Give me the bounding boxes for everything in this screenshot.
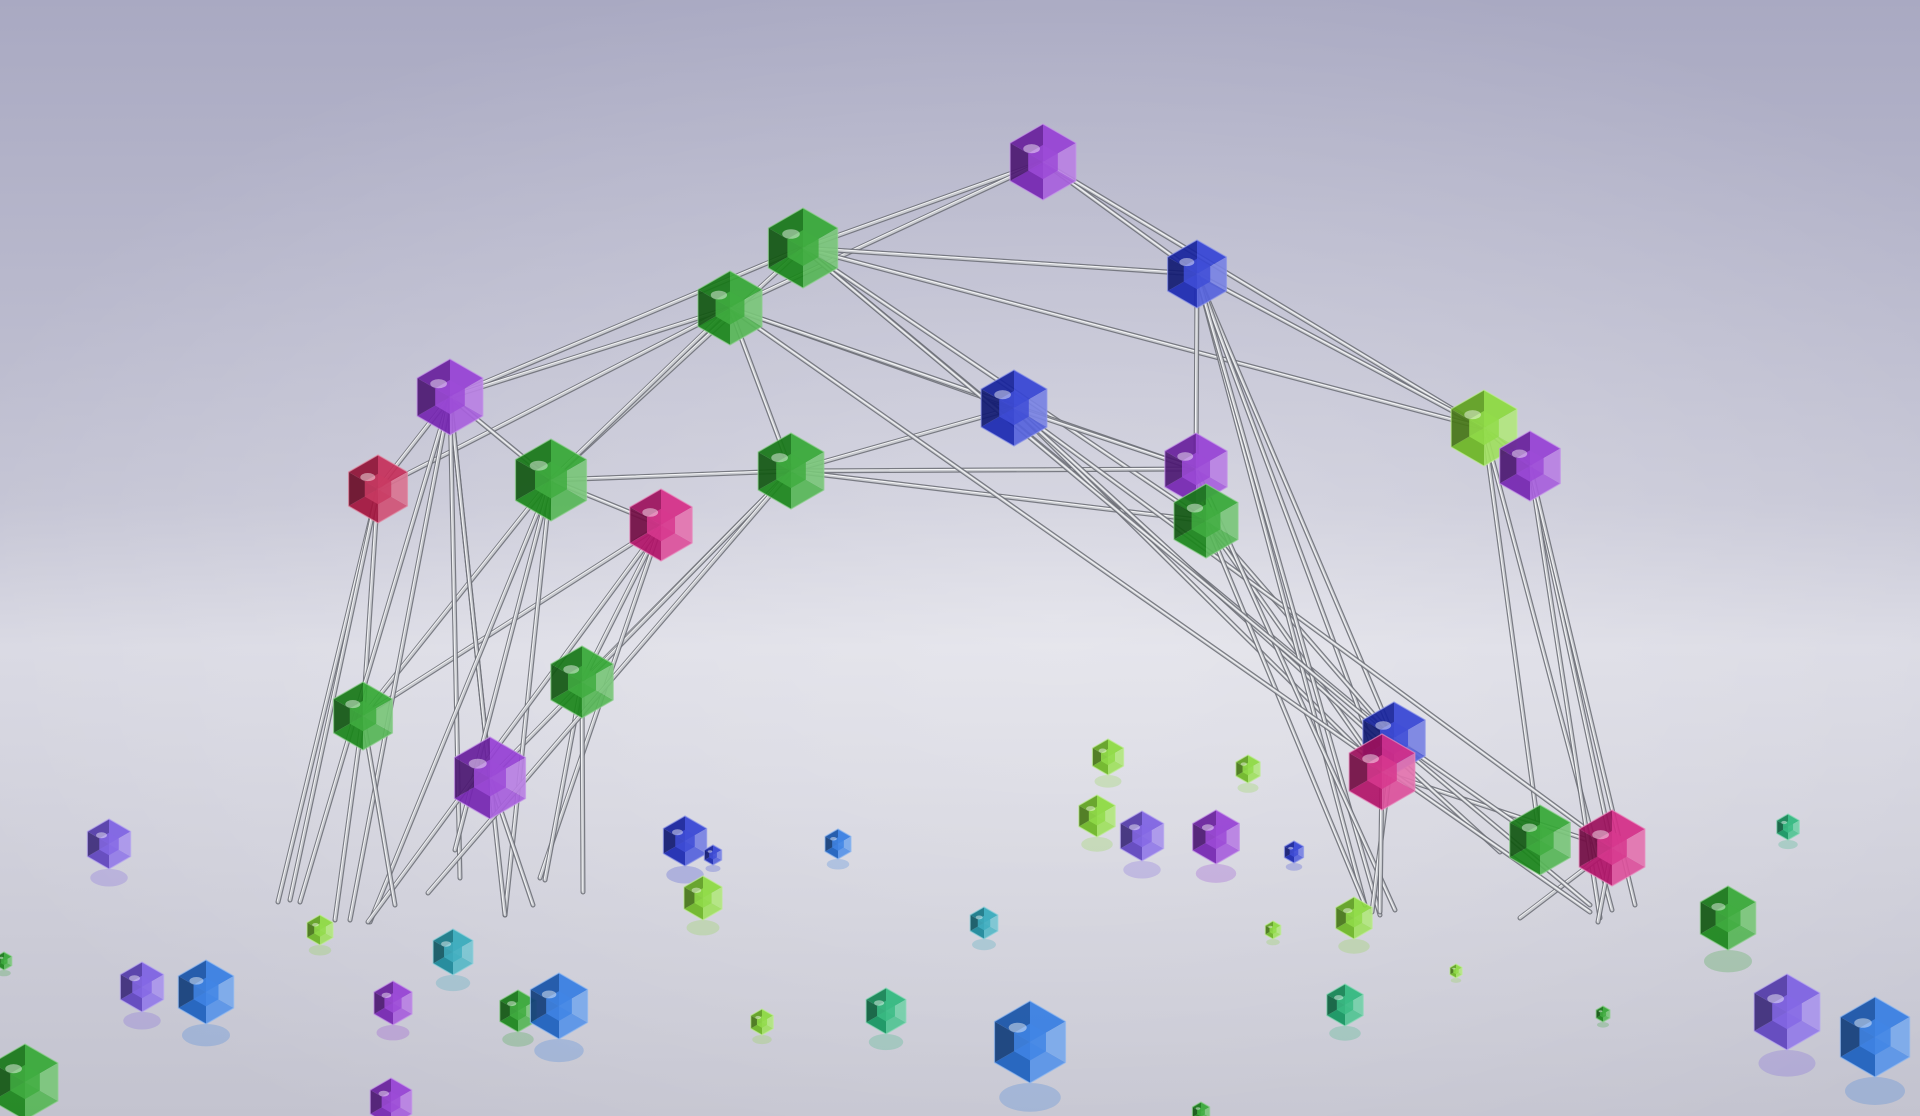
metal-rod: [800, 159, 1046, 251]
structure-gem: [1009, 123, 1077, 201]
loose-gem: [1283, 840, 1305, 864]
structure-gem: [1499, 430, 1561, 502]
metal-rod-leg: [727, 305, 1593, 915]
loose-gem: [662, 815, 708, 867]
metal-rod-leg: [347, 394, 453, 923]
structure-gem: [347, 454, 409, 524]
loose-gem: [1119, 810, 1165, 862]
metal-rod: [727, 159, 1046, 311]
loose-gem: [750, 1008, 774, 1036]
loose-gem: [1192, 809, 1240, 865]
loose-gem: [1326, 983, 1364, 1027]
loose-gem: [1699, 885, 1757, 951]
metal-rod: [1040, 159, 1487, 431]
loose-gem: [1753, 973, 1821, 1051]
structure-gem: [1173, 483, 1239, 559]
loose-gem: [119, 961, 165, 1013]
metal-rod: [487, 468, 794, 781]
structure-gem: [980, 369, 1048, 447]
metal-rod: [1481, 425, 1543, 843]
metal-rod: [788, 466, 1199, 474]
structure-gem: [1166, 239, 1228, 309]
loose-gem: [993, 1000, 1067, 1084]
structure-gem: [1578, 809, 1646, 887]
loose-gem: [86, 818, 132, 870]
metal-rod-leg: [297, 394, 453, 905]
loose-gem: [432, 928, 474, 976]
structure-gem: [1164, 432, 1228, 506]
loose-gem: [1595, 1005, 1611, 1023]
metal-rod: [447, 245, 806, 400]
metal-rod: [548, 305, 733, 483]
loose-gem: [369, 1077, 413, 1116]
gem-nodes: [0, 123, 1911, 1116]
loose-gem: [177, 959, 235, 1025]
structure-gem: [767, 207, 839, 289]
loose-gem: [1091, 738, 1125, 776]
metal-rod: [800, 245, 1487, 431]
metal-rod-leg: [287, 486, 381, 903]
loose-gem: [1839, 996, 1911, 1078]
loose-gem: [529, 972, 589, 1040]
metal-rod: [788, 405, 1017, 474]
structure-gem: [332, 681, 394, 751]
metal-rod-leg: [1203, 518, 1368, 908]
metal-rod-leg: [367, 477, 554, 925]
loose-gem: [865, 987, 907, 1035]
structure-gem: [416, 358, 484, 436]
metal-rod: [447, 394, 493, 781]
loose-gem: [1449, 963, 1463, 979]
loose-gem: [1235, 754, 1261, 784]
loose-gem: [683, 875, 723, 921]
loose-gem: [0, 1043, 59, 1116]
metal-rod: [800, 245, 1200, 277]
metal-rod: [548, 468, 794, 483]
metal-rod-leg: [365, 522, 664, 925]
structure-gem: [697, 270, 763, 346]
metal-rod-leg: [800, 245, 1593, 908]
loose-gem: [1191, 1101, 1211, 1116]
loose-gem: [0, 951, 13, 971]
loose-gem: [1776, 813, 1800, 841]
structure-gem: [1348, 733, 1416, 811]
loose-gem: [306, 914, 334, 946]
structure-gem: [514, 438, 588, 522]
loose-gem: [1335, 896, 1373, 940]
metal-rod: [1011, 405, 1615, 851]
loose-gem: [824, 828, 852, 860]
loose-gem: [1078, 794, 1116, 838]
structure-gem: [453, 736, 527, 820]
metal-rod: [1194, 271, 1487, 431]
structure-gem: [757, 432, 825, 510]
structure-gem: [550, 645, 614, 719]
metal-rod-leg: [332, 713, 366, 923]
metal-rod: [447, 305, 733, 400]
loose-gem: [703, 844, 723, 866]
loose-gem: [373, 980, 413, 1026]
structure-gem: [1450, 389, 1518, 467]
loose-gem: [1264, 920, 1282, 940]
loose-gem: [969, 906, 999, 940]
structure-gem: [1509, 804, 1571, 876]
structure-gem: [629, 488, 693, 562]
